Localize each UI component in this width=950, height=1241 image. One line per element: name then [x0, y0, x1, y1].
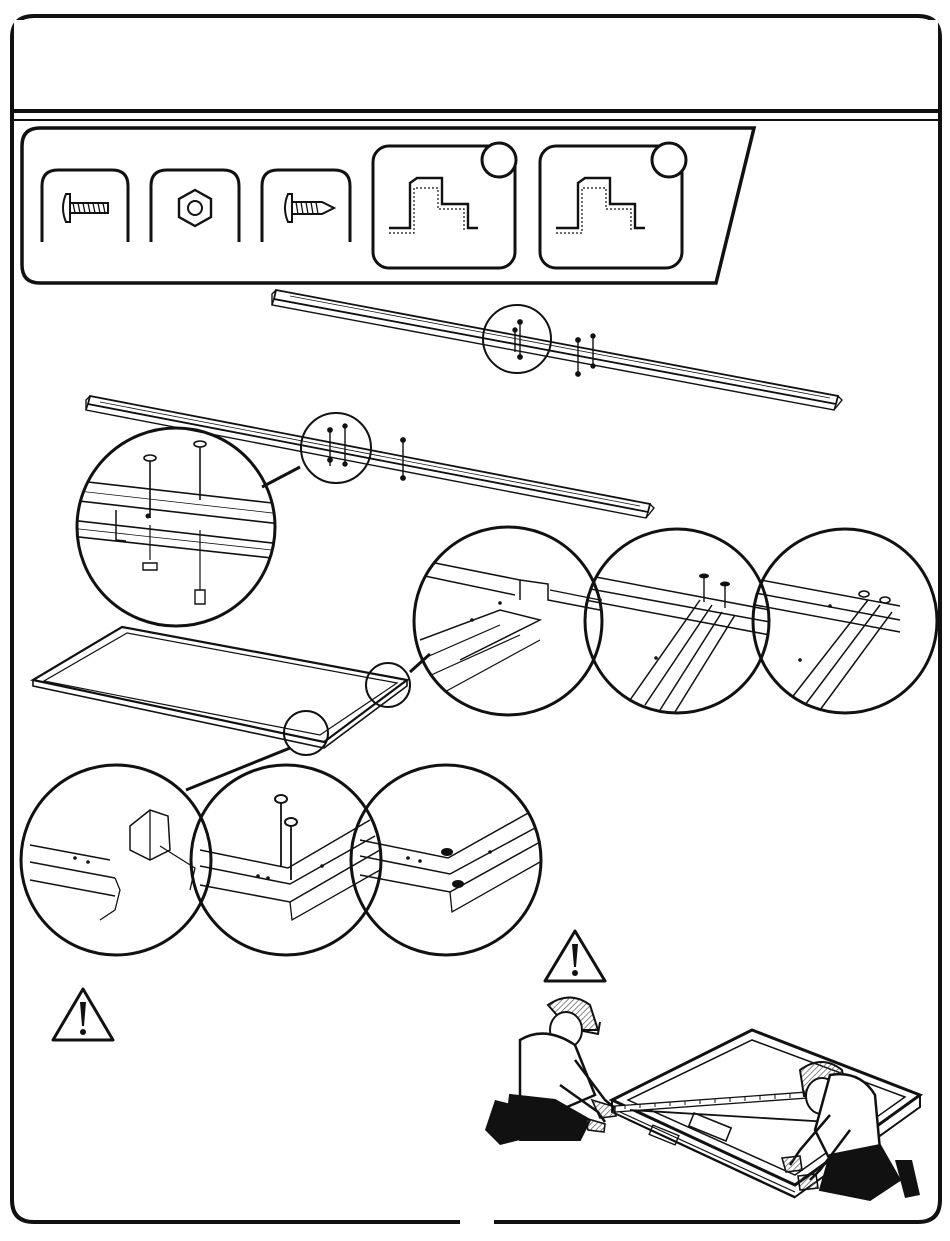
warning-triangle-icon — [545, 931, 605, 981]
part-badge — [652, 143, 686, 177]
side-rail-assembly-top — [272, 290, 842, 410]
frame-channel-part-icon — [373, 143, 516, 268]
hex-nut-icon — [151, 170, 239, 242]
header-band — [14, 20, 938, 108]
frame-corner-detail-callouts — [414, 527, 937, 715]
corner-detail-step-2 — [585, 529, 770, 713]
corner-detail-step-3 — [750, 529, 937, 713]
frame-corner-bolt-callouts — [21, 765, 541, 955]
rail-joint-detail-callout — [70, 428, 290, 626]
side-rail-assembly-bottom — [86, 396, 654, 518]
part-badge — [482, 143, 516, 177]
corner-callout-ring — [284, 711, 328, 755]
corner-bolt-step-1 — [21, 765, 211, 955]
sheet-metal-screw-icon — [262, 170, 350, 242]
frame-channel-part-icon — [540, 143, 686, 268]
worker-right — [782, 1062, 920, 1200]
workers-squaring-frame — [485, 998, 920, 1201]
base-frame-rectangle — [33, 627, 430, 790]
truss-head-bolt-icon — [42, 170, 128, 242]
corner-detail-step-1 — [414, 527, 602, 715]
corner-bolt-step-3 — [351, 765, 541, 955]
warning-triangle-icon — [53, 989, 113, 1040]
hardware-panel — [22, 128, 754, 283]
worker-left — [485, 998, 616, 1146]
